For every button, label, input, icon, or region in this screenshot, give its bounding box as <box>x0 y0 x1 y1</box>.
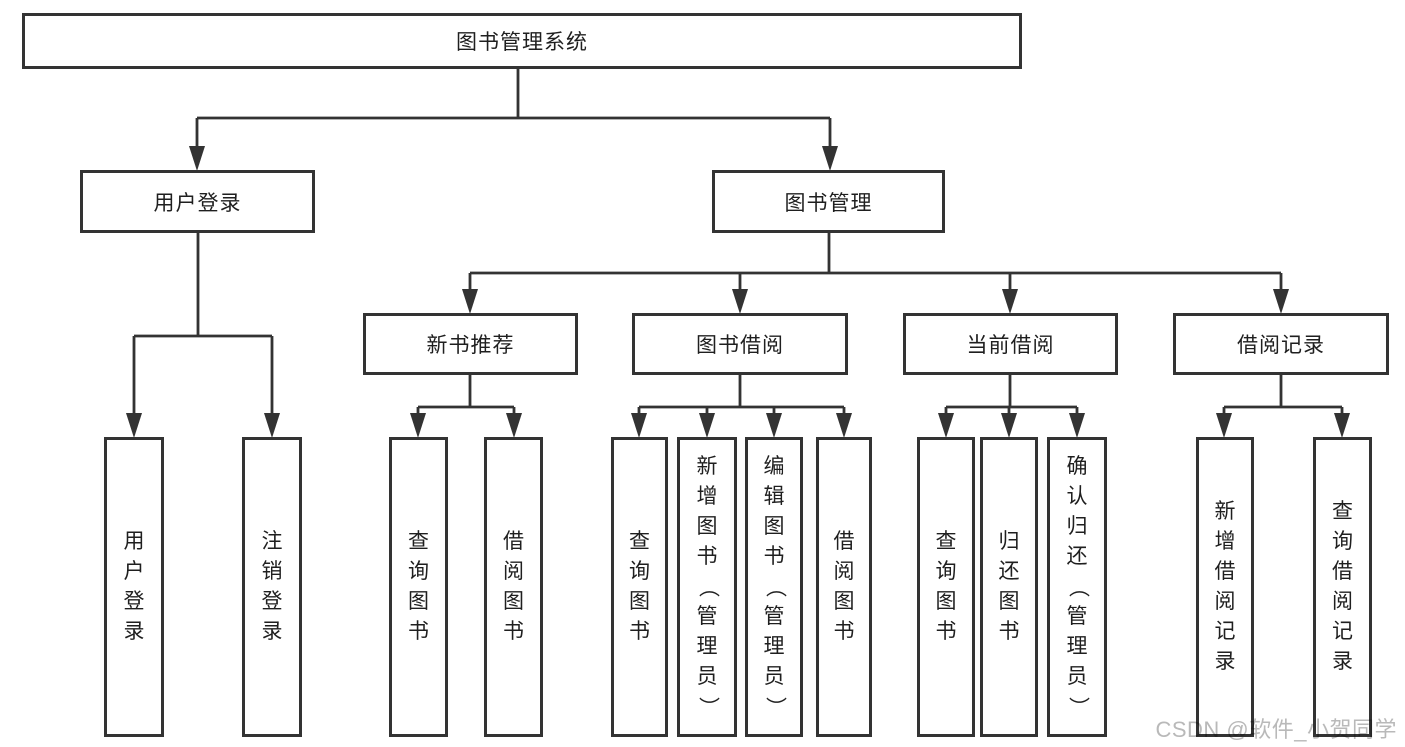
node-book-borrow-label: 图书借阅 <box>696 334 784 357</box>
node-book-borrow: 图书借阅 <box>632 313 848 375</box>
leaf-query-books-borrow-label: 查询图书 <box>629 530 650 643</box>
leaf-return-book: 归还图书 <box>980 437 1038 737</box>
node-new-book-recommend-label: 新书推荐 <box>426 334 515 357</box>
leaf-borrow-books-label: 借阅图书 <box>833 530 855 643</box>
leaf-confirm-return-admin-label: 确认归还（管理员） <box>1066 455 1089 718</box>
leaf-query-books-current-label: 查询图书 <box>935 530 957 643</box>
leaf-borrow-books: 借阅图书 <box>816 437 872 737</box>
watermark: CSDN @软件_小贺同学 <box>1155 717 1397 742</box>
node-borrow-records: 借阅记录 <box>1173 313 1389 375</box>
leaf-edit-book-admin-label: 编辑图书（管理员） <box>763 455 786 718</box>
leaf-add-borrow-record-label: 新增借阅记录 <box>1214 500 1236 673</box>
leaf-query-books-recommend: 查询图书 <box>389 437 448 737</box>
leaf-query-borrow-record: 查询借阅记录 <box>1313 437 1372 737</box>
node-borrow-records-label: 借阅记录 <box>1237 334 1325 357</box>
connector-current-borrow <box>938 375 1085 438</box>
connector-book-borrow <box>631 375 852 438</box>
connector-new-book-recommend <box>410 375 522 438</box>
leaf-add-borrow-record: 新增借阅记录 <box>1196 437 1254 737</box>
node-root-label: 图书管理系统 <box>456 31 588 54</box>
leaf-add-book-admin-label: 新增图书（管理员） <box>696 455 719 718</box>
leaf-edit-book-admin: 编辑图书（管理员） <box>745 437 803 737</box>
leaf-user-login-label: 用户登录 <box>123 530 145 643</box>
leaf-borrow-books-recommend: 借阅图书 <box>484 437 543 737</box>
leaf-user-login: 用户登录 <box>104 437 164 737</box>
leaf-logout: 注销登录 <box>242 437 302 737</box>
node-new-book-recommend: 新书推荐 <box>363 313 578 375</box>
node-user-login: 用户登录 <box>80 170 315 233</box>
node-current-borrow-label: 当前借阅 <box>966 334 1055 357</box>
node-book-management: 图书管理 <box>712 170 945 233</box>
leaf-confirm-return-admin: 确认归还（管理员） <box>1047 437 1107 737</box>
leaf-query-books-borrow: 查询图书 <box>611 437 668 737</box>
connector-root <box>189 69 838 171</box>
leaf-query-books-recommend-label: 查询图书 <box>408 530 429 643</box>
connector-user-login <box>126 233 280 438</box>
leaf-add-book-admin: 新增图书（管理员） <box>677 437 737 737</box>
leaf-logout-label: 注销登录 <box>261 530 283 643</box>
leaf-borrow-books-recommend-label: 借阅图书 <box>503 530 524 643</box>
node-root: 图书管理系统 <box>22 13 1022 69</box>
leaf-query-books-current: 查询图书 <box>917 437 975 737</box>
leaf-query-borrow-record-label: 查询借阅记录 <box>1332 500 1353 673</box>
connector-book-management <box>462 233 1289 314</box>
node-book-management-label: 图书管理 <box>784 191 873 215</box>
connector-borrow-records <box>1216 375 1350 438</box>
leaf-return-book-label: 归还图书 <box>998 530 1020 643</box>
node-user-login-label: 用户登录 <box>153 191 242 215</box>
node-current-borrow: 当前借阅 <box>903 313 1118 375</box>
